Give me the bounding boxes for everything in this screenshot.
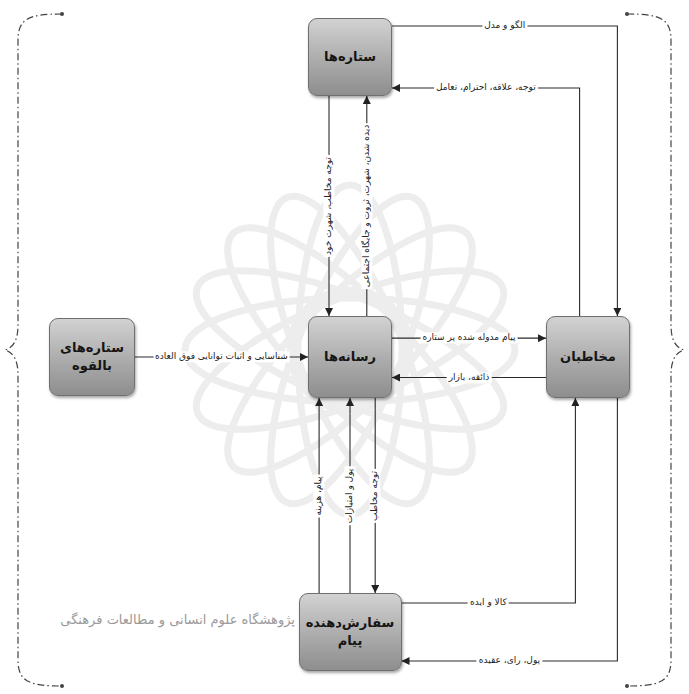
edge-label: توجه، علاقه، احترام، تعامل bbox=[434, 82, 538, 93]
process-box: سفارش‌دهنده پیام bbox=[299, 593, 402, 671]
edge-label: شناسایی و اثبات توانایی فوق العاده bbox=[153, 351, 290, 362]
flow-arrow bbox=[392, 26, 617, 316]
right-brace bbox=[627, 14, 684, 686]
edge-label: دیده شدن، شهرت، ثروت و جایگاه اجتماعی bbox=[361, 123, 372, 289]
node-label: ستاره‌های بالقوه bbox=[55, 339, 129, 374]
rosette-petal bbox=[185, 298, 515, 402]
brace-end-dot bbox=[60, 12, 64, 16]
edge-label: پیام مدوله شده پر ستاره bbox=[421, 333, 518, 344]
watermark-text: پژوهشگاه علوم انسانی و مطالعات فرهنگی bbox=[60, 612, 295, 627]
flow-arrow bbox=[402, 398, 576, 603]
brace-end-dot bbox=[625, 12, 629, 16]
node-label: مخاطبان bbox=[560, 348, 616, 366]
flow-arrow bbox=[392, 88, 580, 316]
brace-end-dot bbox=[60, 684, 64, 688]
edge-label: کالا و ایده bbox=[468, 597, 509, 608]
node-label: سفارش‌دهنده پیام bbox=[305, 614, 396, 649]
process-box: ستاره‌های بالقوه bbox=[49, 318, 135, 396]
process-box: ستاره‌ها bbox=[308, 18, 392, 96]
edge-label: توجه مخاطب، شهرت خود bbox=[323, 155, 334, 257]
node-label: ستاره‌ها bbox=[324, 48, 376, 66]
edge-label: الگو و مدل bbox=[482, 20, 527, 31]
rosette-ring bbox=[290, 290, 410, 410]
edge-label: ذائقه، بازار bbox=[447, 372, 492, 383]
brace-end-dot bbox=[625, 684, 629, 688]
edge-label: توجه مخاطب bbox=[370, 469, 381, 523]
process-box: رسانه‌ها bbox=[308, 316, 392, 398]
edge-label: پول و امتیازات bbox=[344, 466, 355, 525]
process-box: مخاطبان bbox=[546, 316, 630, 398]
edge-label: پیام، هزینه bbox=[313, 474, 324, 517]
node-label: رسانه‌ها bbox=[324, 348, 376, 366]
edge-label: پول، رای، عقیده bbox=[477, 655, 542, 666]
flow-arrow bbox=[402, 398, 618, 661]
